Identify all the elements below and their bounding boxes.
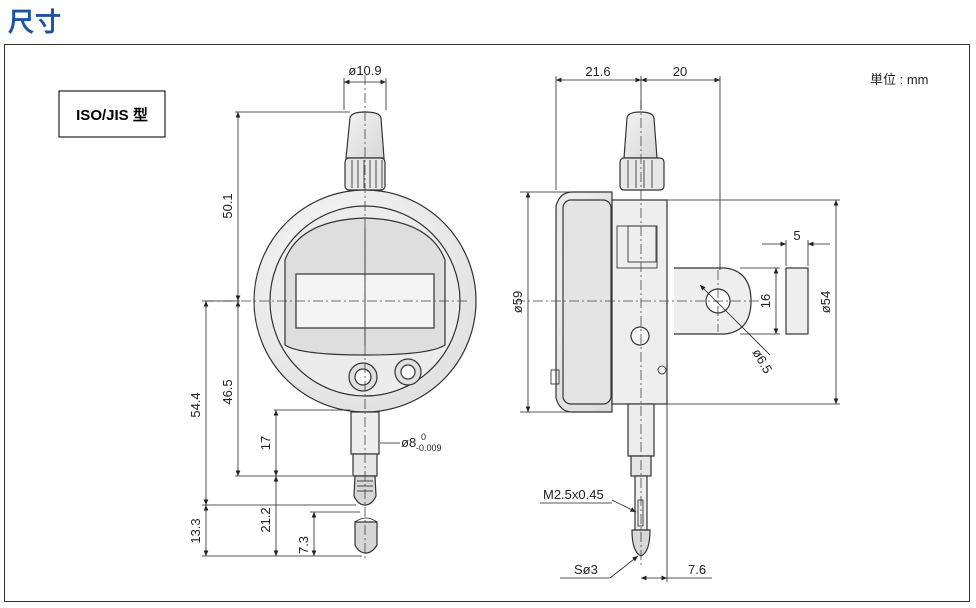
type-label: ISO/JIS 型 bbox=[76, 106, 148, 124]
dim-height-13-3: 13.3 bbox=[188, 518, 203, 543]
dim-width-21-6: 21.6 bbox=[585, 64, 610, 79]
front-view bbox=[202, 75, 477, 560]
dim-height-50-1: 50.1 bbox=[220, 193, 235, 218]
dim-lug-width-5: 5 bbox=[793, 228, 800, 243]
dim-height-21-2: 21.2 bbox=[258, 507, 273, 532]
drawing-frame bbox=[4, 44, 970, 602]
unit-label: 単位 : mm bbox=[870, 72, 929, 87]
dim-stem-tol-upper: 0 bbox=[421, 432, 426, 442]
dim-height-54-4: 54.4 bbox=[188, 392, 203, 417]
side-dimension-labels: 21.6 20 ø59 ø54 5 16 ø6.5 M2.5x0.45 Sø3 … bbox=[510, 64, 833, 577]
page-title: 尺寸 bbox=[8, 8, 63, 38]
dim-thread: M2.5x0.45 bbox=[543, 487, 604, 502]
dim-hole-diameter: ø6.5 bbox=[749, 346, 775, 376]
dim-stem-diameter: ø10.9 bbox=[348, 63, 381, 78]
dim-width-20: 20 bbox=[673, 64, 687, 79]
side-view bbox=[515, 76, 840, 582]
dim-height-46-5: 46.5 bbox=[220, 379, 235, 404]
dim-stem-tol-lower: -0.009 bbox=[416, 443, 442, 453]
dim-height-7-3: 7.3 bbox=[296, 536, 311, 554]
type-label-box bbox=[58, 90, 166, 138]
dim-tip-7-6: 7.6 bbox=[688, 562, 706, 577]
front-dimension-labels: ø10.9 50.1 54.4 46.5 17 13.3 21.2 7.3 ø8… bbox=[188, 63, 442, 554]
dim-lug-height-16: 16 bbox=[758, 294, 773, 308]
dim-diameter-59: ø59 bbox=[510, 291, 525, 313]
dim-stem-tolerance: ø8 bbox=[401, 435, 416, 450]
dim-contact-point: Sø3 bbox=[574, 562, 598, 577]
dim-height-17: 17 bbox=[258, 436, 273, 450]
dim-diameter-54: ø54 bbox=[818, 291, 833, 313]
